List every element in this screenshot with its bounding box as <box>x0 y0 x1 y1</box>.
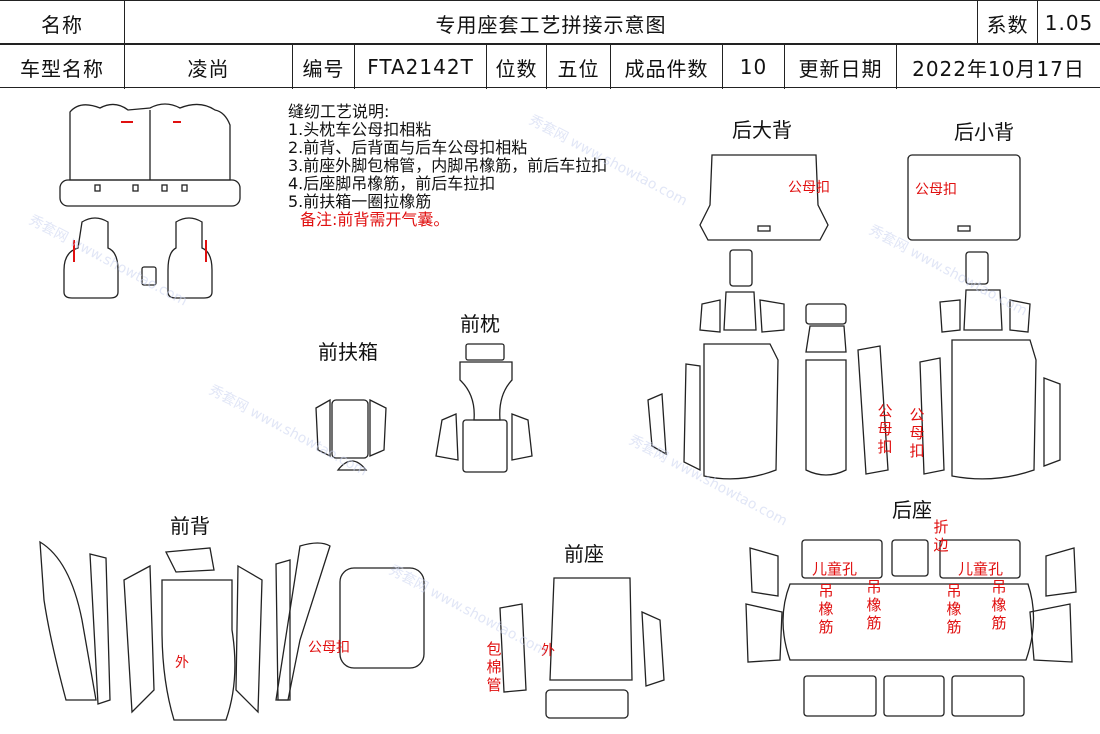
coef-label: 系数 <box>978 1 1038 45</box>
overview-front-seats <box>63 217 213 299</box>
rear-small-back-pieces <box>907 154 1061 480</box>
overview-rear-bench <box>59 103 241 207</box>
fold-edge-label: 折边 <box>933 518 949 554</box>
elastic-label-2: 吊橡筋 <box>866 578 882 632</box>
code-label: 编号 <box>293 45 355 89</box>
name-label: 名称 <box>0 1 125 45</box>
seats-label: 位数 <box>487 45 547 89</box>
elastic-label-4: 吊橡筋 <box>991 578 1007 632</box>
elastic-label-1: 吊橡筋 <box>818 582 834 636</box>
label-front-armrest: 前扶箱 <box>318 340 378 364</box>
snap-label-vertical-2: 公母扣 <box>909 406 925 460</box>
model-label: 车型名称 <box>0 45 125 89</box>
rear-big-back-pieces <box>647 154 889 480</box>
notes-item-1: 1.头枕车公母扣相粘 <box>288 120 432 139</box>
notes-item-5: 5.前扶箱一圈拉橡筋 <box>288 192 432 211</box>
child-hole-label-right: 儿童孔 <box>958 560 1004 578</box>
red-markers <box>73 121 207 262</box>
pieces-value: 10 <box>723 45 785 89</box>
notes-item-2: 2.前背、后背面与后车公母扣相粘 <box>288 138 528 157</box>
notes-item-4: 4.后座脚吊橡筋，前后车拉扣 <box>288 174 496 193</box>
header-row-2: 车型名称 凌尚 编号 FTA2142T 位数 五位 成品件数 10 更新日期 2… <box>0 44 1100 89</box>
model-value: 凌尚 <box>125 45 293 89</box>
outer-label-front-back: 外 <box>175 655 189 671</box>
elastic-label-3: 吊橡筋 <box>946 582 962 636</box>
date-value: 2022年10月17日 <box>912 56 1085 81</box>
label-front-seat: 前座 <box>564 542 604 566</box>
front-headrest-pieces <box>435 343 533 473</box>
label-front-back: 前背 <box>170 514 210 538</box>
sewing-notes: 缝纫工艺说明: 1.头枕车公母扣相粘 2.前背、后背面与后车公母扣相粘 3.前座… <box>288 103 607 229</box>
child-hole-label-left: 儿童孔 <box>812 560 858 578</box>
seats-value: 五位 <box>547 45 611 89</box>
snap-label-small-back: 公母扣 <box>915 182 957 198</box>
front-armrest-pieces <box>315 398 387 471</box>
front-seat-pieces <box>499 577 665 719</box>
pieces-label: 成品件数 <box>611 45 723 89</box>
label-rear-seat: 后座 <box>892 498 932 522</box>
date-label: 更新日期 <box>785 45 897 89</box>
cotton-tube-label: 包棉管 <box>486 640 502 694</box>
label-rear-big-back: 后大背 <box>732 118 792 142</box>
front-back-pieces <box>39 540 425 721</box>
outer-label-front-seat: 外 <box>541 643 555 659</box>
snap-label-big-back: 公母扣 <box>788 180 830 196</box>
notes-remark: 备注:前背需开气囊。 <box>300 210 450 229</box>
header-row-1: 名称 专用座套工艺拼接示意图 系数 1.05 <box>0 0 1100 45</box>
coef-value: 1.05 <box>1044 11 1094 35</box>
page-title: 专用座套工艺拼接示意图 <box>125 1 978 45</box>
notes-item-3: 3.前座外脚包棉管，内脚吊橡筋，前后车拉扣 <box>288 156 608 175</box>
snap-label-front-back: 公母扣 <box>308 640 350 656</box>
label-rear-small-back: 后小背 <box>954 120 1014 144</box>
label-front-headrest: 前枕 <box>460 312 500 336</box>
snap-label-vertical-1: 公母扣 <box>877 402 893 456</box>
notes-heading: 缝纫工艺说明: <box>288 102 390 121</box>
code-value: FTA2142T <box>355 45 487 89</box>
rear-seat-pieces <box>745 539 1077 717</box>
